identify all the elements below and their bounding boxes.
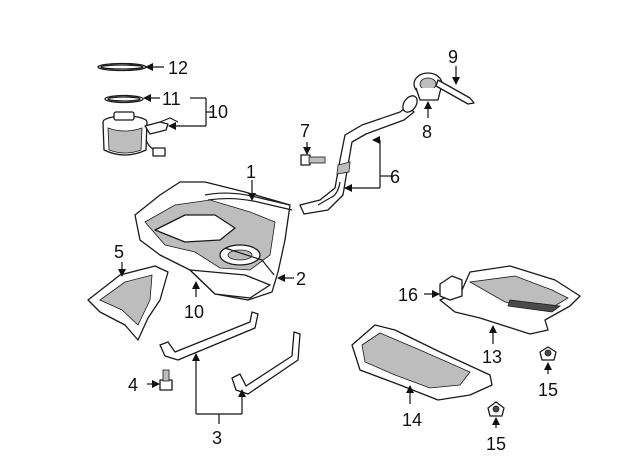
callout-11: 11	[162, 89, 181, 109]
callout-7: 7	[300, 121, 310, 141]
callout-12: 12	[168, 58, 188, 78]
part-7-bolt	[300, 154, 326, 166]
callout-15-upper: 15	[538, 380, 558, 400]
part-15-nut-upper	[539, 346, 557, 361]
callout-16: 16	[398, 285, 418, 305]
callout-15-lower: 15	[486, 434, 506, 454]
callout-8: 8	[422, 122, 432, 142]
callout-6: 6	[390, 167, 400, 187]
part-10-fuel-pump-module	[102, 111, 179, 157]
part-13-underbody-shield	[439, 265, 581, 335]
part-11-o-ring	[104, 94, 144, 104]
callout-9: 9	[448, 47, 458, 67]
part-5-heat-shield	[87, 265, 169, 341]
callout-2: 2	[296, 269, 306, 289]
callout-10-pump: 10	[208, 102, 228, 122]
part-8-filler-neck-housing	[413, 72, 443, 101]
leader-lines	[118, 63, 552, 428]
callout-4: 4	[128, 375, 138, 395]
part-3-tank-straps	[159, 311, 301, 395]
callout-5: 5	[114, 242, 124, 262]
part-9-tether	[435, 79, 475, 105]
part-12-seal-ring	[97, 62, 147, 72]
part-15-nut-lower	[487, 401, 505, 417]
part-14-shield	[351, 324, 493, 401]
part-1-fuel-tank	[134, 181, 293, 301]
part-6-fuel-filler-tube	[299, 95, 418, 215]
callout-3: 3	[212, 428, 222, 448]
callout-1: 1	[246, 162, 256, 182]
part-16-clip	[439, 275, 463, 301]
part-4-bolt	[159, 369, 173, 391]
callout-13: 13	[482, 347, 502, 367]
callout-10-tank: 10	[184, 302, 204, 322]
callout-14: 14	[402, 410, 422, 430]
